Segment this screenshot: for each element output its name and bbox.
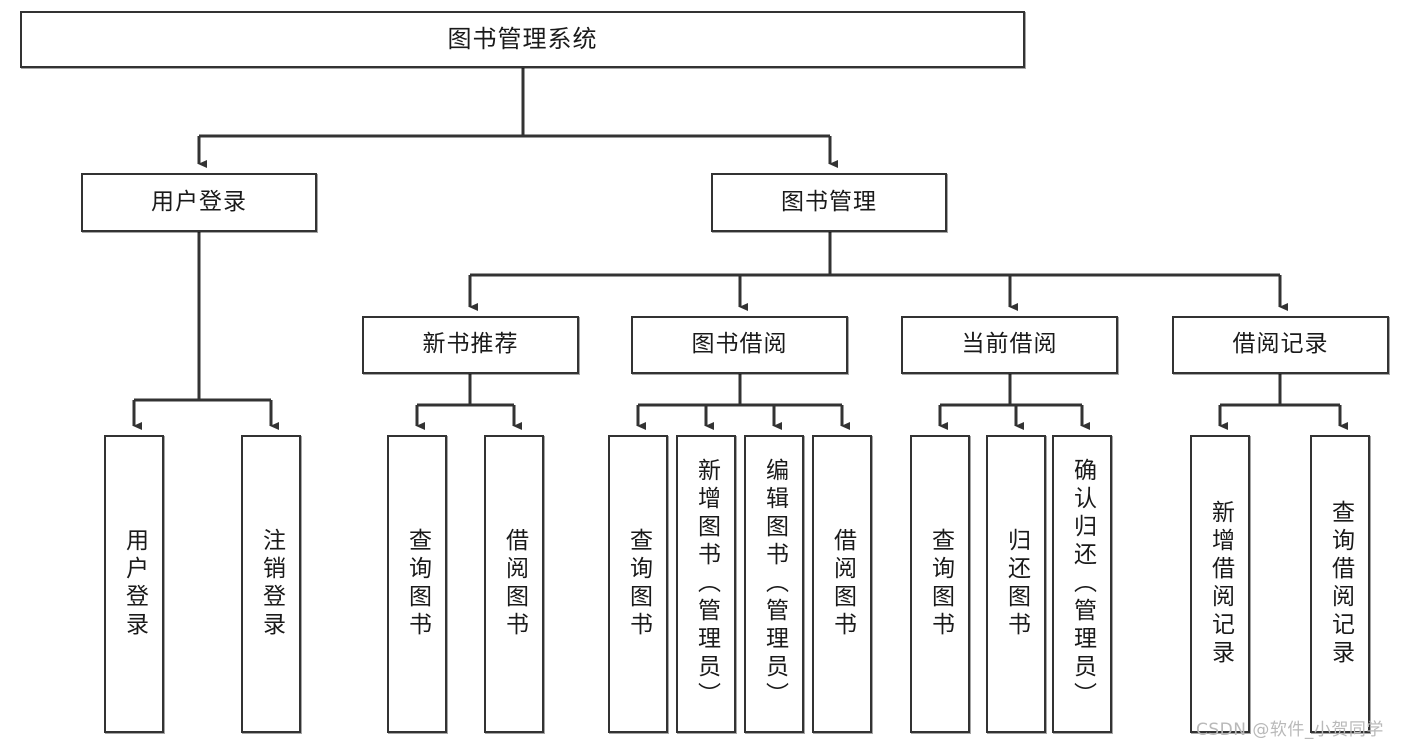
node-leaf-query-book-borrow-label: 查询图书 xyxy=(625,528,652,640)
node-leaf-edit-book-admin-label: 编辑图书（管理员） xyxy=(761,458,788,710)
node-leaf-return-book-label: 归还图书 xyxy=(1003,528,1030,640)
node-leaf-borrow-book-label: 借阅图书 xyxy=(829,528,856,640)
node-book-borrow[interactable]: 图书借阅 xyxy=(631,316,848,374)
node-new-book-recommend[interactable]: 新书推荐 xyxy=(362,316,579,374)
node-leaf-confirm-return-admin[interactable]: 确认归还（管理员） xyxy=(1052,435,1112,733)
node-book-manage-label: 图书管理 xyxy=(781,188,877,215)
node-leaf-query-book-new[interactable]: 查询图书 xyxy=(387,435,447,733)
node-leaf-user-login[interactable]: 用户登录 xyxy=(104,435,164,733)
node-new-book-recommend-label: 新书推荐 xyxy=(422,331,519,358)
node-user-login-label: 用户登录 xyxy=(151,188,247,215)
node-borrow-record[interactable]: 借阅记录 xyxy=(1172,316,1389,374)
node-leaf-add-borrow-record-label: 新增借阅记录 xyxy=(1207,500,1234,668)
node-leaf-add-book-admin-label: 新增图书（管理员） xyxy=(693,458,720,710)
node-leaf-user-login-label: 用户登录 xyxy=(121,528,148,640)
node-leaf-borrow-book-new[interactable]: 借阅图书 xyxy=(484,435,544,733)
node-user-login[interactable]: 用户登录 xyxy=(81,173,317,232)
node-root[interactable]: 图书管理系统 xyxy=(20,11,1025,68)
node-leaf-add-borrow-record[interactable]: 新增借阅记录 xyxy=(1190,435,1250,733)
node-leaf-query-book-new-label: 查询图书 xyxy=(404,528,431,640)
node-book-borrow-label: 图书借阅 xyxy=(691,331,788,358)
node-book-manage[interactable]: 图书管理 xyxy=(711,173,947,232)
node-leaf-user-logout-label: 注销登录 xyxy=(258,528,285,640)
node-leaf-query-borrow-record[interactable]: 查询借阅记录 xyxy=(1310,435,1370,733)
watermark: CSDN @软件_小贺同学 xyxy=(1196,720,1384,740)
node-leaf-query-book-current-label: 查询图书 xyxy=(927,528,954,640)
node-leaf-edit-book-admin[interactable]: 编辑图书（管理员） xyxy=(744,435,804,733)
node-root-label: 图书管理系统 xyxy=(447,25,598,54)
node-current-borrow-label: 当前借阅 xyxy=(961,331,1058,358)
node-current-borrow[interactable]: 当前借阅 xyxy=(901,316,1118,374)
node-leaf-add-book-admin[interactable]: 新增图书（管理员） xyxy=(676,435,736,733)
node-leaf-query-book-borrow[interactable]: 查询图书 xyxy=(608,435,668,733)
node-leaf-query-book-current[interactable]: 查询图书 xyxy=(910,435,970,733)
node-leaf-borrow-book[interactable]: 借阅图书 xyxy=(812,435,872,733)
node-leaf-query-borrow-record-label: 查询借阅记录 xyxy=(1327,500,1354,668)
node-leaf-return-book[interactable]: 归还图书 xyxy=(986,435,1046,733)
node-leaf-confirm-return-admin-label: 确认归还（管理员） xyxy=(1069,458,1096,710)
node-leaf-borrow-book-new-label: 借阅图书 xyxy=(501,528,528,640)
node-borrow-record-label: 借阅记录 xyxy=(1232,331,1329,358)
node-leaf-user-logout[interactable]: 注销登录 xyxy=(241,435,301,733)
